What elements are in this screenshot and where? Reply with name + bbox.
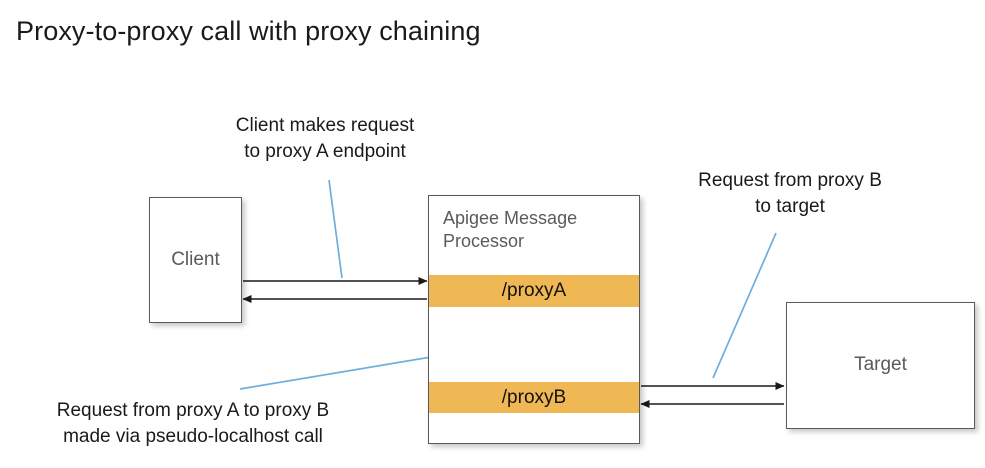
annotation-proxy-a-to-proxy-b: Request from proxy A to proxy B made via… [6,398,380,450]
annotation-client-request: Client makes request to proxy A endpoint [196,113,454,165]
node-message-processor[interactable]: Apigee Message Processor /proxyA /proxyB [428,195,640,444]
annotation-proxy-a-to-proxy-b-line2: made via pseudo-localhost call [63,426,323,447]
node-message-processor-title: Apigee Message Processor [443,208,578,251]
annotation-proxy-b-to-target-line2: to target [755,196,825,217]
proxy-b-bar[interactable]: /proxyB [429,382,639,413]
annotation-proxy-b-to-target-line1: Request from proxy B [698,170,882,191]
node-client-label: Client [171,249,220,270]
annotation-proxy-a-to-proxy-b-line1: Request from proxy A to proxy B [56,400,330,421]
annotation-proxy-b-to-target: Request from proxy B to target [662,168,918,220]
node-target[interactable]: Target [786,302,975,429]
page-title: Proxy-to-proxy call with proxy chaining [16,16,481,46]
proxy-a-bar[interactable]: /proxyA [429,275,639,307]
leader-line-client-request [328,179,343,279]
annotation-client-request-line1: Client makes request [235,115,415,136]
annotation-client-request-line2: to proxy A endpoint [244,141,406,162]
node-target-label: Target [854,354,907,375]
node-client[interactable]: Client [149,197,242,323]
leader-line-proxy-b-to-target [712,232,777,379]
